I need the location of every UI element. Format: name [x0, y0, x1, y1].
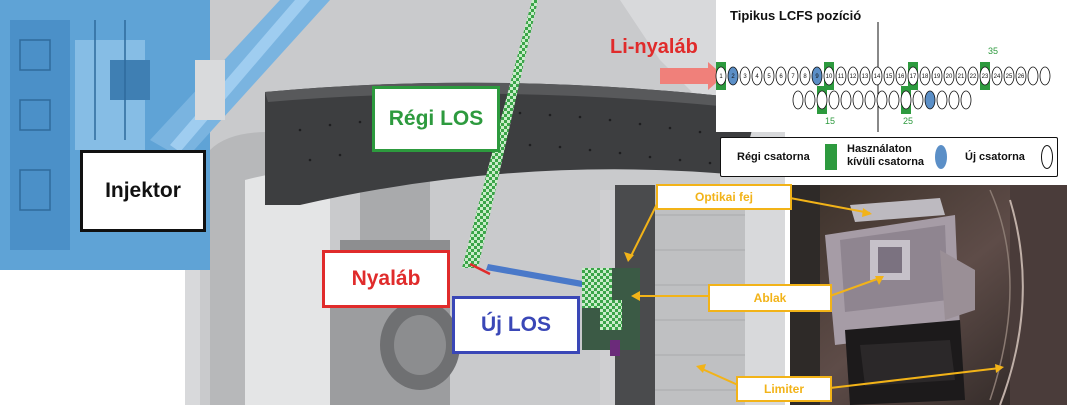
limiter-label: Limiter [736, 376, 832, 402]
legend-hasznalaton-line2: kívüli csatorna [847, 156, 925, 168]
regi-los-label: Régi LOS [372, 86, 500, 152]
channel-ellipse [888, 90, 900, 110]
regi-los-beam [462, 0, 538, 268]
channel-number: 5 [767, 74, 771, 80]
channel-number: 24 [994, 74, 1001, 80]
channel-ellipse [907, 66, 919, 86]
uj-los-beam [486, 264, 600, 290]
channel-number: 10 [826, 74, 833, 80]
channel-ellipse [991, 66, 1003, 86]
channel-ellipse [739, 66, 751, 86]
channel-ellipse [919, 66, 931, 86]
ablak-label: Ablak [708, 284, 832, 312]
channel-number: 7 [791, 74, 795, 80]
channel-ellipse [816, 90, 828, 110]
channel-ellipse [864, 90, 876, 110]
channel-ellipse [840, 90, 852, 110]
channel-number: 16 [898, 74, 905, 80]
li-nyalab-label: Li-nyaláb [610, 36, 698, 58]
channel-ellipse [715, 66, 727, 86]
lcfs-title: Tipikus LCFS pozíció [730, 8, 862, 23]
channel-number: 17 [910, 74, 917, 80]
channel-ellipse [775, 66, 787, 86]
channel-ellipse [871, 66, 883, 86]
channel-number: 4 [755, 74, 759, 80]
channel-ellipse [1027, 66, 1039, 86]
channel-number: 8 [803, 74, 807, 80]
channel-number: 21 [958, 74, 965, 80]
channel-ellipse [799, 66, 811, 86]
channel-ellipse [924, 90, 936, 110]
channel-number: 11 [838, 74, 845, 80]
optikai-fej-label: Optikai fej [656, 184, 792, 210]
channel-number: 22 [970, 74, 977, 80]
channel-number: 18 [922, 74, 929, 80]
legend-hasznalaton-line1: Használaton [847, 143, 912, 155]
li-nyalab-arrow [660, 62, 724, 90]
channel-ellipse [876, 90, 888, 110]
channel-number: 19 [934, 74, 941, 80]
channel-number: 26 [1018, 74, 1025, 80]
legend-white-marker [1041, 145, 1053, 169]
channel-marker-label: 25 [903, 116, 913, 126]
channel-markers: 15 25 35 [825, 46, 998, 126]
channel-ellipse [955, 66, 967, 86]
channel-number: 3 [743, 74, 747, 80]
channel-ellipse [948, 90, 960, 110]
uj-los-label: Új LOS [452, 296, 580, 354]
channel-number: 6 [779, 74, 783, 80]
channel-number: 12 [850, 74, 857, 80]
channel-number: 20 [946, 74, 953, 80]
channel-ellipse [900, 90, 912, 110]
legend-green-marker [825, 144, 837, 170]
channel-ellipse [828, 90, 840, 110]
channel-number: 25 [1006, 74, 1013, 80]
channel-ellipse [1039, 66, 1051, 86]
injektor-label: Injektor [80, 150, 206, 232]
channel-number: 15 [886, 74, 893, 80]
channel-number: 9 [815, 74, 819, 80]
channel-ellipse [931, 66, 943, 86]
channel-ellipse [943, 66, 955, 86]
channel-marker-label: 35 [988, 46, 998, 56]
channel-number: 13 [862, 74, 869, 80]
channel-legend: Régi csatorna Használaton kívüli csatorn… [720, 137, 1058, 177]
channel-number: 23 [982, 74, 989, 80]
legend-regi-csatorna: Régi csatorna [737, 151, 810, 163]
channel-ellipse [792, 90, 804, 110]
nyalab-label: Nyaláb [322, 250, 450, 308]
channel-ellipse [751, 66, 763, 86]
channel-ellipse [835, 66, 847, 86]
channel-ellipse [804, 90, 816, 110]
channel-ellipse [1003, 66, 1015, 86]
channel-ellipse [895, 66, 907, 86]
channel-ellipse [883, 66, 895, 86]
channel-ellipse [811, 66, 823, 86]
channel-ellipse [960, 90, 972, 110]
channel-ellipse [823, 66, 835, 86]
legend-uj-csatorna: Új csatorna [965, 151, 1025, 163]
channel-row-bottom [792, 86, 972, 114]
channel-ellipse [852, 90, 864, 110]
channel-ellipse [847, 66, 859, 86]
channel-number: 14 [874, 74, 881, 80]
channel-ellipse [727, 66, 739, 86]
channel-ellipse [936, 90, 948, 110]
channel-ellipse [912, 90, 924, 110]
channel-ellipse [1015, 66, 1027, 86]
legend-blue-marker [935, 145, 947, 169]
nyalab-beam [469, 262, 491, 276]
channel-marker-label: 15 [825, 116, 835, 126]
callout-lines [629, 197, 1001, 389]
channel-ellipse [979, 66, 991, 86]
channel-ellipse [967, 66, 979, 86]
channel-number: 1 [719, 74, 723, 80]
channel-ellipse [859, 66, 871, 86]
channel-panel [716, 0, 1067, 132]
channel-ellipse [763, 66, 775, 86]
channel-number: 2 [731, 74, 735, 80]
channel-ellipse [787, 66, 799, 86]
